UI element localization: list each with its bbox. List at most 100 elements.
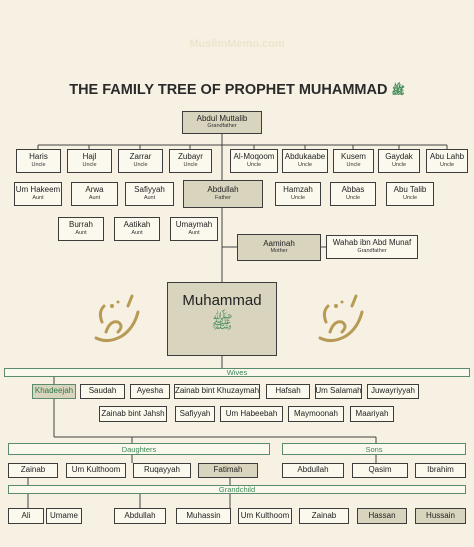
person-name: Safiyyah <box>179 408 211 418</box>
person-name: Hajl <box>82 152 97 162</box>
person-role: Uncle <box>345 194 361 201</box>
wife-box: Um Salamah <box>315 384 362 399</box>
wife-box: Zainab bint Khuzaymah <box>174 384 260 399</box>
person-role: Grandfather <box>357 247 387 254</box>
person-role: Aunt <box>75 229 87 236</box>
person-name: Ali <box>21 510 31 520</box>
wife-box: Maariyah <box>350 406 394 422</box>
prophet-muhammad-box: Muhammad ﷺ <box>167 282 277 356</box>
person-name: Um Kulthoom <box>240 510 290 520</box>
person-name: Abdul Muttalib <box>196 113 248 123</box>
son-box: Abdullah <box>282 463 344 478</box>
wife-box: Saudah <box>80 384 125 399</box>
person-name: Ayesha <box>136 386 164 396</box>
wife-box: Hafsah <box>266 384 310 399</box>
grandchild-box: Ali <box>8 508 44 524</box>
daughter-box: Zainab <box>8 463 58 478</box>
person-name: Maymoonah <box>293 408 339 418</box>
person-role: Aunt <box>32 194 44 201</box>
person-name: Gaydak <box>385 152 413 162</box>
person-name: Zainab bint Khuzaymah <box>174 386 260 396</box>
son-box: Qasim <box>352 463 408 478</box>
person-name: Ruqayyah <box>143 465 181 475</box>
person-role: Father <box>215 194 231 201</box>
person-name: Burrah <box>68 220 93 230</box>
daughter-box-fatimah: Fatimah <box>198 463 258 478</box>
person-name: Zubayr <box>178 152 203 162</box>
person-name: Zarrar <box>129 152 152 162</box>
person-role: Uncle <box>391 161 407 168</box>
wife-box: Khadeejah <box>32 384 76 399</box>
person-name: Abdukaabe <box>284 152 326 162</box>
wives-section-band: Wives <box>4 368 470 377</box>
person-name: Um Habeebah <box>225 408 278 418</box>
wife-box: Juwayriyyah <box>367 384 419 399</box>
person-name: Abu Lahb <box>429 152 465 162</box>
grandchild-box: Um Kulthoom <box>238 508 292 524</box>
person-name: Safiyyah <box>134 185 165 195</box>
person-name: Arwa <box>85 185 104 195</box>
person-name: Zainab <box>311 510 337 520</box>
grandchild-box: Umame <box>46 508 82 524</box>
person-name: Wahab ibn Abd Munaf <box>332 238 412 248</box>
grandchild-box-hassan: Hassan <box>357 508 407 524</box>
wife-box: Zainab bint Jahsh <box>99 406 167 422</box>
person-name: Haris <box>29 152 48 162</box>
person-name: Abu Talib <box>393 185 427 195</box>
person-role: Uncle <box>290 194 306 201</box>
person-name: Aaminah <box>263 238 295 248</box>
grandchild-box: Zainab <box>299 508 349 524</box>
grandfather-abdul-muttalib: Abdul Muttalib Grandfather <box>182 111 262 134</box>
daughter-box: Ruqayyah <box>133 463 191 478</box>
sons-section-band: Sons <box>282 443 466 455</box>
person-role: Mother <box>270 248 288 255</box>
site-watermark: MuslimMemo.com <box>189 38 285 50</box>
grandchild-box: Abdullah <box>114 508 166 524</box>
wife-box: Ayesha <box>130 384 170 399</box>
person-name: Abdullah <box>124 510 156 520</box>
person-name: Kusem <box>341 152 366 162</box>
person-name: Umaymah <box>175 220 213 230</box>
son-box: Ibrahim <box>415 463 466 478</box>
person-name: Hassan <box>368 510 396 520</box>
person-name: Saudah <box>88 386 117 396</box>
person-role: Aunt <box>131 229 143 236</box>
person-name: Hafsah <box>275 386 301 396</box>
person-name: Al-Moqoom <box>233 152 275 162</box>
wife-box: Maymoonah <box>288 406 344 422</box>
pbuh-calligraphy-icon: ﷺ <box>391 85 405 97</box>
person-name: Abdullah <box>297 465 329 475</box>
grandchild-box-hussain: Hussain <box>415 508 466 524</box>
grandchild-section-band: Grandchild <box>8 485 466 494</box>
person-role: Uncle <box>402 194 418 201</box>
person-name: Zainab <box>20 465 46 475</box>
person-role: Uncle <box>346 161 361 168</box>
grandchild-box: Muhassin <box>176 508 231 524</box>
person-name: Aatikah <box>123 220 151 230</box>
person-name: Ibrahim <box>427 465 454 475</box>
muhammad-calligraphy-left-icon <box>88 292 146 348</box>
person-name: Um Hakeem <box>15 185 61 195</box>
person-name: Khadeejah <box>34 386 74 396</box>
wife-box: Safiyyah <box>175 406 215 422</box>
person-name: Hussain <box>426 510 455 520</box>
person-role: Uncle <box>439 161 455 168</box>
muhammad-calligraphy-right-icon <box>312 292 370 348</box>
